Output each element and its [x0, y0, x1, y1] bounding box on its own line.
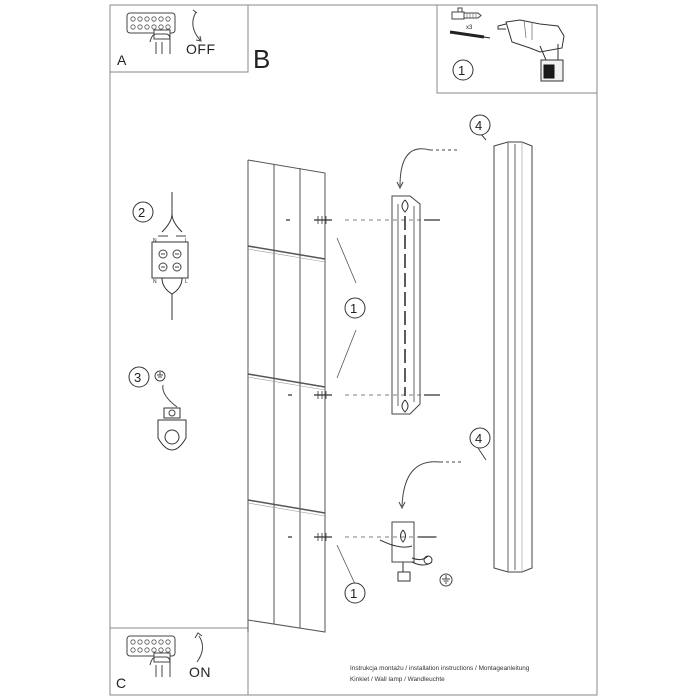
- rotate-on-arrow-icon: [194, 632, 203, 663]
- switch-off-label: OFF: [186, 41, 216, 57]
- connector-mark-n-bottom: N: [153, 279, 157, 285]
- page-frames: [109, 4, 598, 696]
- connector-mark-l-top: L: [185, 238, 188, 244]
- switch-on-label: ON: [189, 664, 211, 680]
- rotate-off-arrow-icon: [192, 9, 202, 42]
- footer-product-name: Kinkiet / Wall lamp / Wandleuchte: [350, 676, 445, 683]
- screws-and-dowels-icon: [449, 7, 491, 39]
- wall-lamp-body: [493, 141, 533, 573]
- connector-mark-l-bottom: L: [185, 279, 188, 285]
- power-drill-icon: [497, 19, 565, 82]
- terminal-block-on-icon: [126, 635, 176, 677]
- callout-circles: [128, 59, 491, 604]
- callout-1-wall: 1: [350, 301, 358, 316]
- panel-b-label: B: [253, 44, 271, 74]
- wall-tiles: [247, 159, 332, 633]
- screws-count-label: x3: [466, 25, 473, 31]
- mounting-bracket-long: [391, 195, 440, 415]
- panel-a-label: A: [117, 52, 127, 68]
- callout-3-earth: 3: [134, 370, 142, 385]
- panel-c-label: C: [116, 675, 127, 691]
- callout-4-bottom: 4: [475, 431, 483, 446]
- callout-1-bottom: 1: [350, 586, 358, 601]
- callout-2-connector: 2: [138, 205, 146, 220]
- ground-symbol-icon: [439, 573, 453, 587]
- wire-connector-icon: [151, 192, 189, 320]
- connector-mark-n-top: N: [153, 238, 157, 244]
- callout-4-top: 4: [475, 118, 483, 133]
- footer-instructions-title: Instrukcja montażu / installation instru…: [350, 665, 530, 672]
- earth-terminal-icon: [154, 370, 187, 451]
- terminal-block-off-icon: [126, 12, 176, 54]
- callout-1-tools: 1: [458, 63, 466, 78]
- callout-leaders: [336, 237, 357, 585]
- callout-4-arrows: [396, 127, 487, 510]
- mounting-bracket-short: [379, 521, 436, 582]
